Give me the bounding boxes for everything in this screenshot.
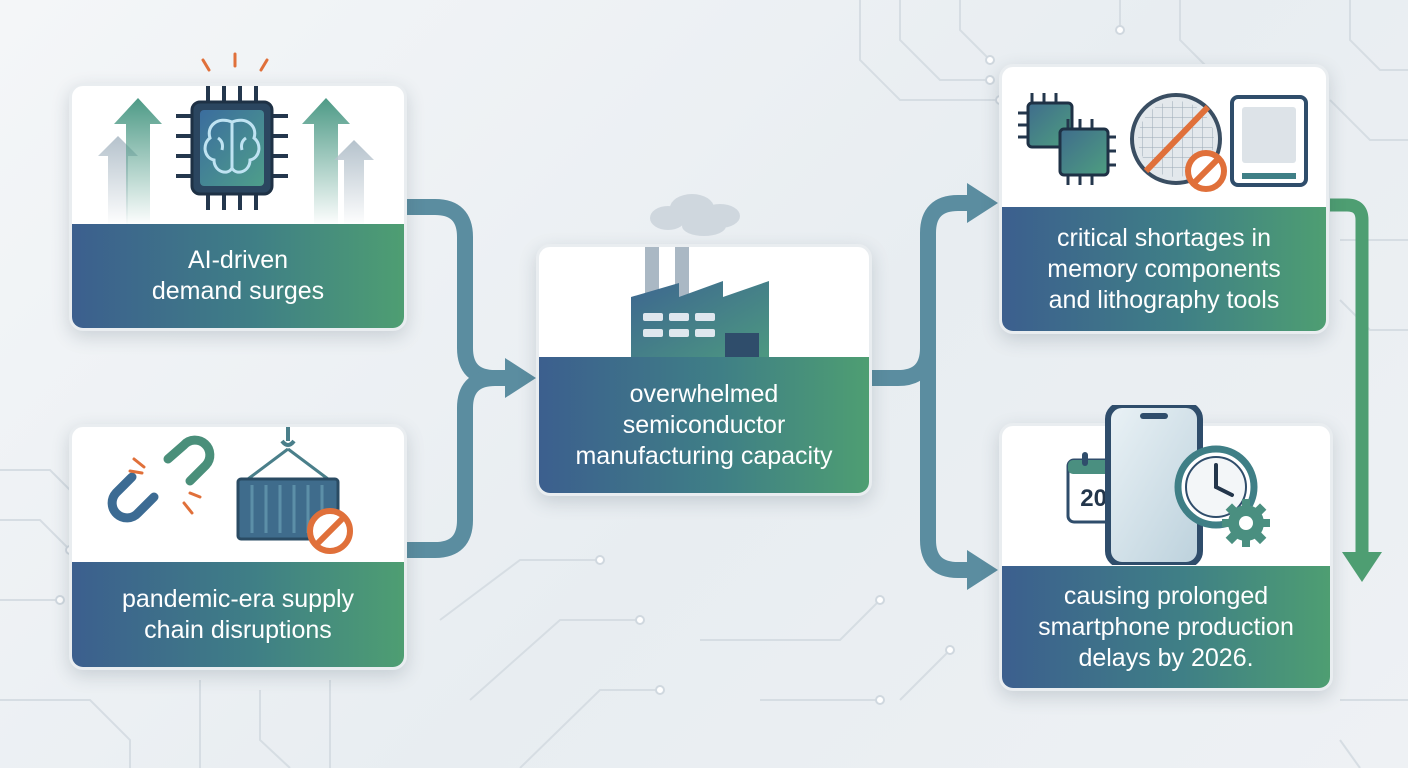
connector-ai-to-manufacturing: [406, 199, 508, 386]
arrowhead-delays: [967, 550, 998, 590]
delays-overlay: [1105, 405, 1270, 565]
arrowhead-manufacturing: [505, 358, 536, 398]
label-line: smartphone production: [1038, 612, 1294, 641]
label-line: causing prolonged: [1063, 581, 1269, 610]
label-line: critical shortages in: [1057, 223, 1271, 252]
connector-to-shortages: [920, 195, 970, 378]
label-line: delays by 2026.: [1078, 643, 1254, 672]
arrowhead-shortages: [967, 183, 998, 223]
label-line: manufacturing capacity: [575, 441, 833, 470]
memory-chip-icon: [1018, 93, 1116, 185]
label-line: chain disruptions: [144, 615, 332, 644]
lithography-machine-icon: [1230, 95, 1308, 187]
label-line: and lithography tools: [1048, 285, 1280, 314]
factory-icon: [623, 247, 777, 363]
connector-manufacturing-to-split: [872, 347, 936, 386]
smoke-icon: [650, 194, 740, 236]
up-arrow-icon: [98, 98, 374, 226]
blocked-icon: [307, 508, 353, 554]
label-line: AI-driven: [187, 246, 289, 274]
arrowhead-delays-side: [1342, 552, 1382, 582]
label-line: overwhelmed: [629, 379, 779, 408]
spark-icon: [201, 52, 269, 72]
brain-icon: [203, 118, 261, 174]
card-ai-demand: AI-driven demand surges: [69, 83, 407, 331]
label-line: memory components: [1047, 254, 1281, 283]
blocked-icon: [1185, 150, 1227, 192]
broken-chain-icon: [107, 435, 215, 523]
label-line: demand surges: [151, 277, 325, 305]
gear-icon: [1222, 499, 1270, 547]
label-line: pandemic-era supply: [121, 584, 355, 613]
card-ai-demand-label: AI-driven demand surges: [72, 224, 404, 328]
connector-supply-to-manufacturing: [406, 370, 496, 558]
clock-icon: [1174, 445, 1258, 529]
connector-shortages-to-delays: [1330, 198, 1369, 555]
label-line: semiconductor: [622, 410, 786, 439]
connector-to-delays: [920, 378, 970, 578]
